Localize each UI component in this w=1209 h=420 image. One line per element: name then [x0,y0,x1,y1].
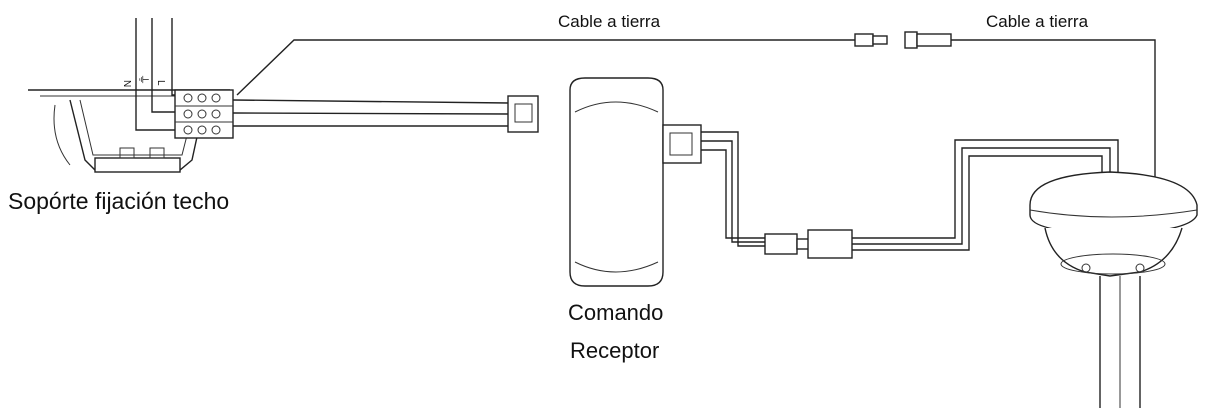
terminal-mark-neutral: N [121,80,132,87]
mains-plug [507,95,539,133]
receiver-output-socket [662,124,702,164]
ground-cable-label-right: Cable a tierra [986,12,1089,31]
ceiling-bracket-label: Sopórte fijación techo [8,188,230,214]
terminal-mark-line: L [155,80,166,86]
mains-cable [232,95,539,133]
receiver-output-cable [701,131,1119,259]
terminal-block [174,89,234,139]
receiver-label-line2: Receptor [570,338,660,363]
ground-connector-female [904,31,918,49]
ground-connector-male [854,33,874,47]
fan-plug-female [807,229,853,259]
receiver-unit [569,77,702,287]
ground-cable-label-left: Cable a tierra [558,12,661,31]
fan-canopy [1029,171,1198,408]
ceiling-bracket: N ⏚ L [28,18,234,173]
ground-wire [236,31,1156,178]
fan-plug-male [764,233,798,255]
receiver-label-line1: Comando [568,300,664,325]
terminal-mark-ground: ⏚ [137,74,150,85]
